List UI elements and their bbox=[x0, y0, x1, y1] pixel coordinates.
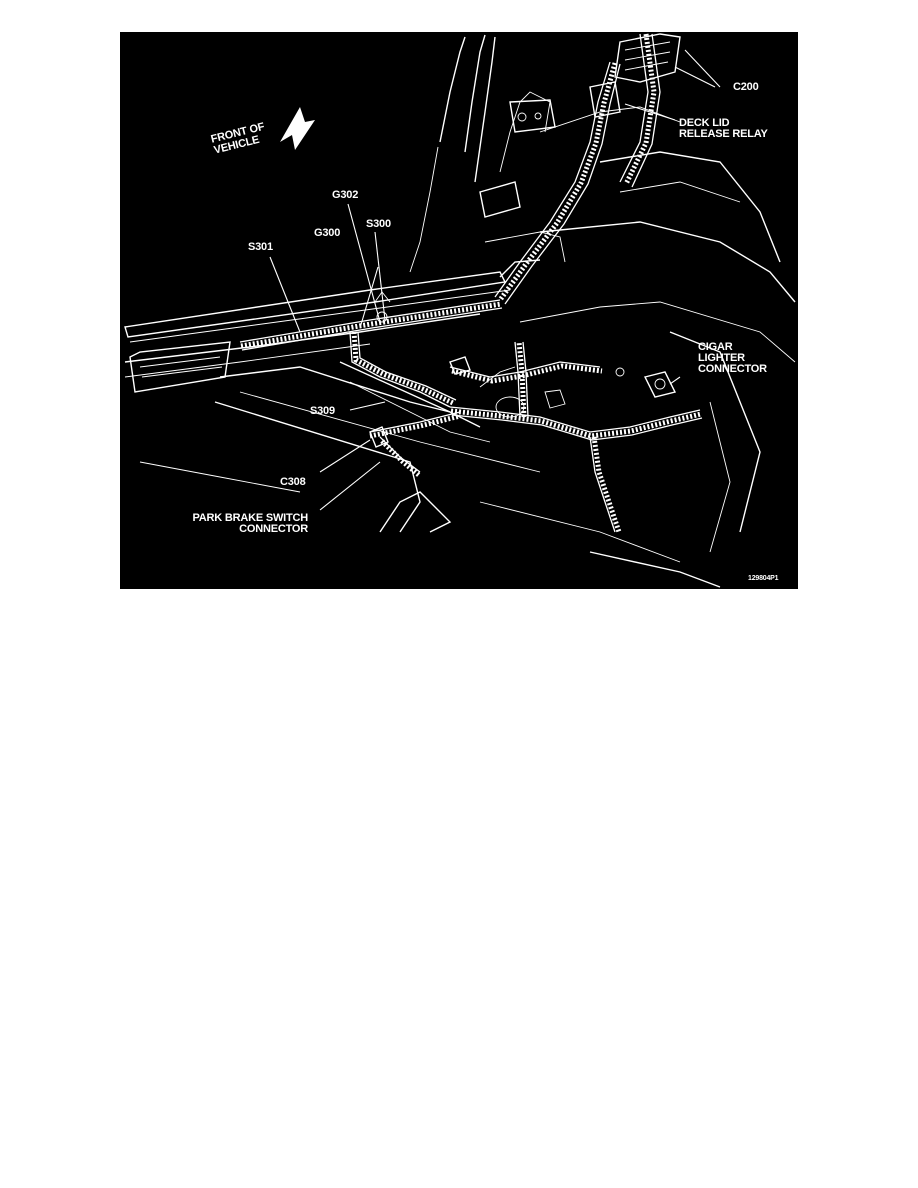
label-park-line2: CONNECTOR bbox=[239, 523, 308, 535]
front-arrow-icon bbox=[280, 107, 315, 150]
label-c308: C308 bbox=[280, 476, 306, 488]
label-s301: S301 bbox=[248, 241, 273, 253]
label-c200: C200 bbox=[733, 81, 759, 93]
label-g300: G300 bbox=[314, 227, 341, 239]
wiring-diagram-figure: C200 DECK LID RELEASE RELAY FRONT OF VEH… bbox=[120, 32, 798, 589]
label-cigar-line2: LIGHTER bbox=[698, 352, 745, 364]
leader-lines bbox=[269, 49, 721, 511]
figure-id: 129804P1 bbox=[748, 575, 779, 582]
label-s309: S309 bbox=[310, 405, 335, 417]
label-deck-lid-line1: DECK LID bbox=[679, 117, 730, 129]
label-s300: S300 bbox=[366, 218, 391, 230]
wiring-diagram-drawing bbox=[124, 33, 796, 588]
label-park-line1: PARK BRAKE SWITCH bbox=[192, 512, 308, 524]
label-deck-lid-line2: RELEASE RELAY bbox=[679, 128, 768, 140]
label-cigar-line3: CONNECTOR bbox=[698, 363, 767, 375]
label-cigar-line1: CIGAR bbox=[698, 341, 733, 353]
main-harness bbox=[239, 33, 703, 533]
label-g302: G302 bbox=[332, 189, 359, 201]
